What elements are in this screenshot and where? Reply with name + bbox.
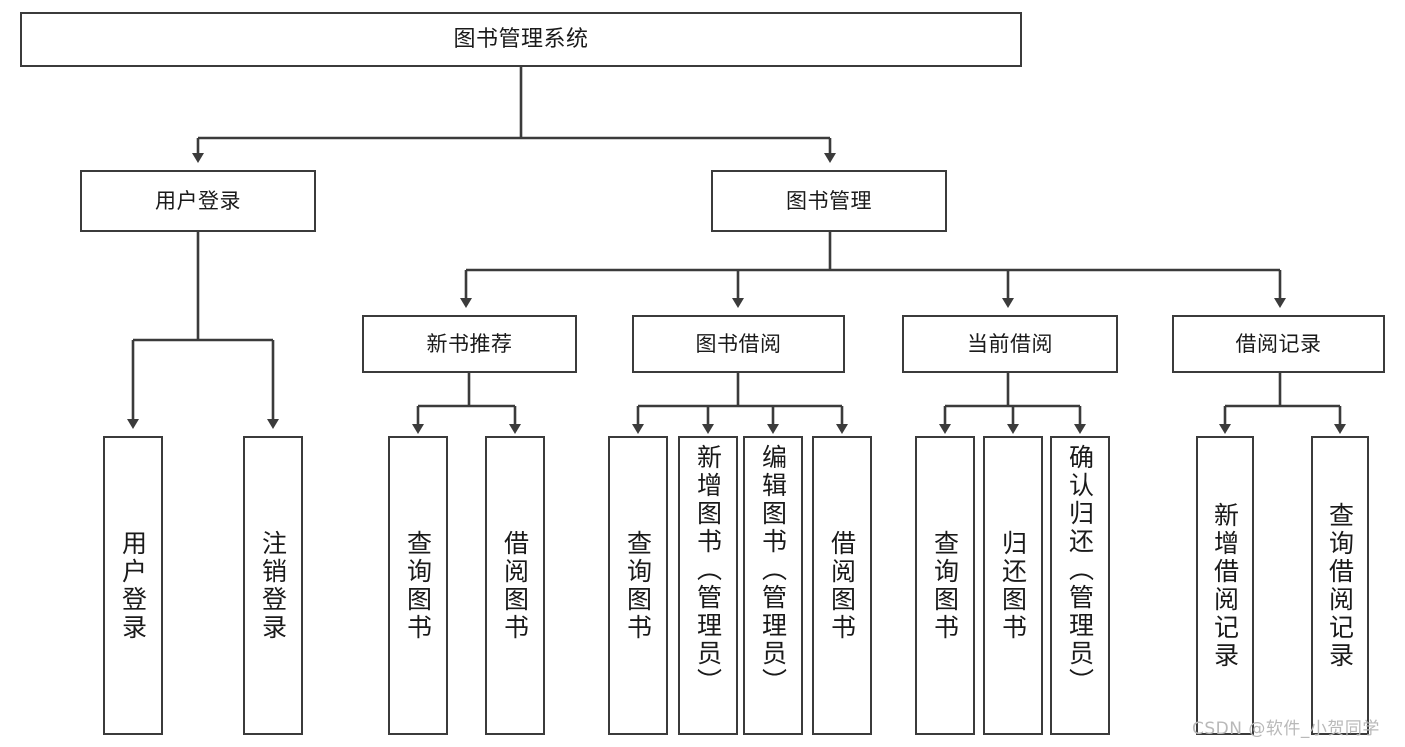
leaf-borrow-query-books[interactable]: 查询图书 xyxy=(608,436,668,735)
leaf-record-query-borrow-record[interactable]: 查询借阅记录 xyxy=(1311,436,1369,735)
leaf-user-login-login[interactable]: 用户登录 xyxy=(103,436,163,735)
node-label: 新增图书（管理员） xyxy=(693,444,723,696)
leaf-borrow-add-book-admin[interactable]: 新增图书（管理员） xyxy=(678,436,738,735)
leaf-record-add-borrow-record[interactable]: 新增借阅记录 xyxy=(1196,436,1254,735)
node-label: 编辑图书（管理员） xyxy=(758,444,788,696)
node-user-login[interactable]: 用户登录 xyxy=(80,170,316,232)
node-book-management[interactable]: 图书管理 xyxy=(711,170,947,232)
node-root-library-system[interactable]: 图书管理系统 xyxy=(20,12,1022,67)
node-label: 确认归还（管理员） xyxy=(1065,444,1095,696)
leaf-current-return-books[interactable]: 归还图书 xyxy=(983,436,1043,735)
leaf-user-login-logout[interactable]: 注销登录 xyxy=(243,436,303,735)
node-label: 注销登录 xyxy=(258,529,288,642)
node-current-borrow[interactable]: 当前借阅 xyxy=(902,315,1118,373)
node-label: 归还图书 xyxy=(998,529,1028,642)
node-label: 当前借阅 xyxy=(967,331,1053,356)
node-label: 借阅图书 xyxy=(827,529,857,642)
node-label: 查询图书 xyxy=(930,529,960,642)
node-label: 图书借阅 xyxy=(695,331,782,356)
node-label: 新增借阅记录 xyxy=(1210,501,1240,670)
leaf-current-confirm-return-admin[interactable]: 确认归还（管理员） xyxy=(1050,436,1110,735)
node-label: 用户登录 xyxy=(155,188,241,213)
leaf-newbook-borrow-books[interactable]: 借阅图书 xyxy=(485,436,545,735)
node-borrow-record[interactable]: 借阅记录 xyxy=(1172,315,1385,373)
node-new-book-recommendation[interactable]: 新书推荐 xyxy=(362,315,577,373)
leaf-current-query-books[interactable]: 查询图书 xyxy=(915,436,975,735)
leaf-borrow-borrow-books[interactable]: 借阅图书 xyxy=(812,436,872,735)
node-label: 新书推荐 xyxy=(426,331,513,356)
node-label: 图书管理系统 xyxy=(453,26,589,52)
node-label: 借阅图书 xyxy=(500,529,530,642)
leaf-newbook-query-books[interactable]: 查询图书 xyxy=(388,436,448,735)
node-book-borrow[interactable]: 图书借阅 xyxy=(632,315,845,373)
node-label: 查询借阅记录 xyxy=(1325,501,1355,670)
node-label: 用户登录 xyxy=(118,529,148,642)
node-label: 查询图书 xyxy=(623,529,653,642)
node-label: 图书管理 xyxy=(786,188,872,213)
leaf-borrow-edit-book-admin[interactable]: 编辑图书（管理员） xyxy=(743,436,803,735)
node-label: 查询图书 xyxy=(403,529,433,642)
node-label: 借阅记录 xyxy=(1235,331,1322,356)
